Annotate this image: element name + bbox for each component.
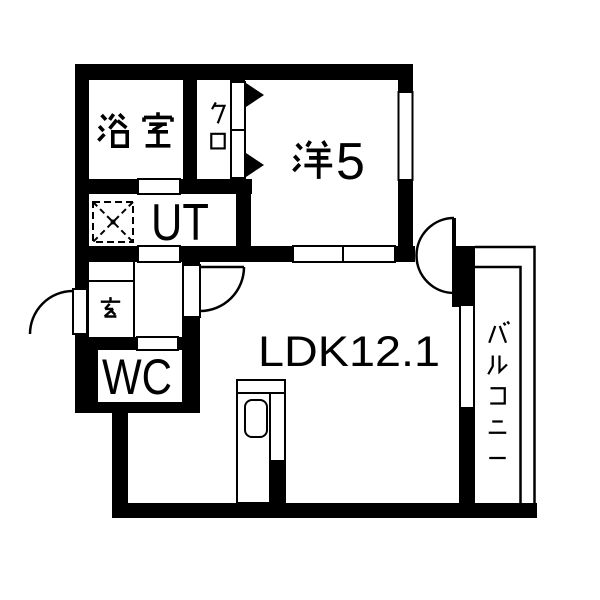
sliding-door-western-ldk	[292, 245, 396, 263]
utility-hall-opening	[137, 245, 181, 263]
room-label-balcony	[487, 320, 511, 460]
western-size: 5	[336, 133, 365, 191]
room-label-closet	[210, 101, 227, 150]
closet-door-triangle-icon	[246, 83, 264, 107]
western-kanji	[292, 140, 333, 179]
room-label-entrance	[100, 297, 121, 318]
kitchen-sink-icon	[244, 399, 268, 438]
wall-bottom	[112, 503, 537, 518]
room-label-ldk: LDK12.1	[258, 328, 440, 376]
wall-utility-right	[236, 179, 251, 262]
closet-door-triangle-icon	[246, 153, 264, 177]
bathroom-door	[137, 178, 181, 195]
room-label-utility: UT	[151, 194, 209, 252]
entrance-door-slot	[72, 288, 88, 335]
fixtures	[92, 201, 286, 504]
closet-door-triangles	[246, 83, 264, 177]
wall-left	[75, 64, 89, 413]
room-label-toilet: WC	[102, 349, 172, 405]
balcony-window	[459, 304, 475, 409]
closet-folding-door	[230, 81, 246, 179]
walls	[75, 64, 537, 518]
washer-pan-icon	[92, 201, 134, 243]
room-label-western: 5	[292, 133, 365, 191]
wall-bath-closet	[183, 80, 197, 180]
room-label-bathroom	[97, 112, 174, 149]
balcony-door-arc	[415, 216, 456, 295]
openings	[72, 81, 475, 409]
door-symbols	[28, 216, 456, 335]
kitchen-wall-stub	[270, 460, 285, 503]
balcony-door-opening	[415, 246, 452, 262]
entrance-lines	[89, 262, 135, 337]
kitchen-counter	[236, 379, 286, 504]
hall-ldk-door-arc	[199, 265, 246, 313]
wc-door	[136, 336, 179, 351]
wall-ldk-left-stub	[112, 413, 128, 505]
hall-ldk-door-slot	[182, 264, 201, 318]
entrance-door-arc	[28, 289, 74, 335]
western-room-window	[397, 91, 414, 181]
wall-wc-bottom	[75, 402, 197, 413]
wall-wc-left	[89, 350, 98, 402]
balcony-railing	[475, 245, 536, 503]
wall-top	[75, 64, 413, 80]
